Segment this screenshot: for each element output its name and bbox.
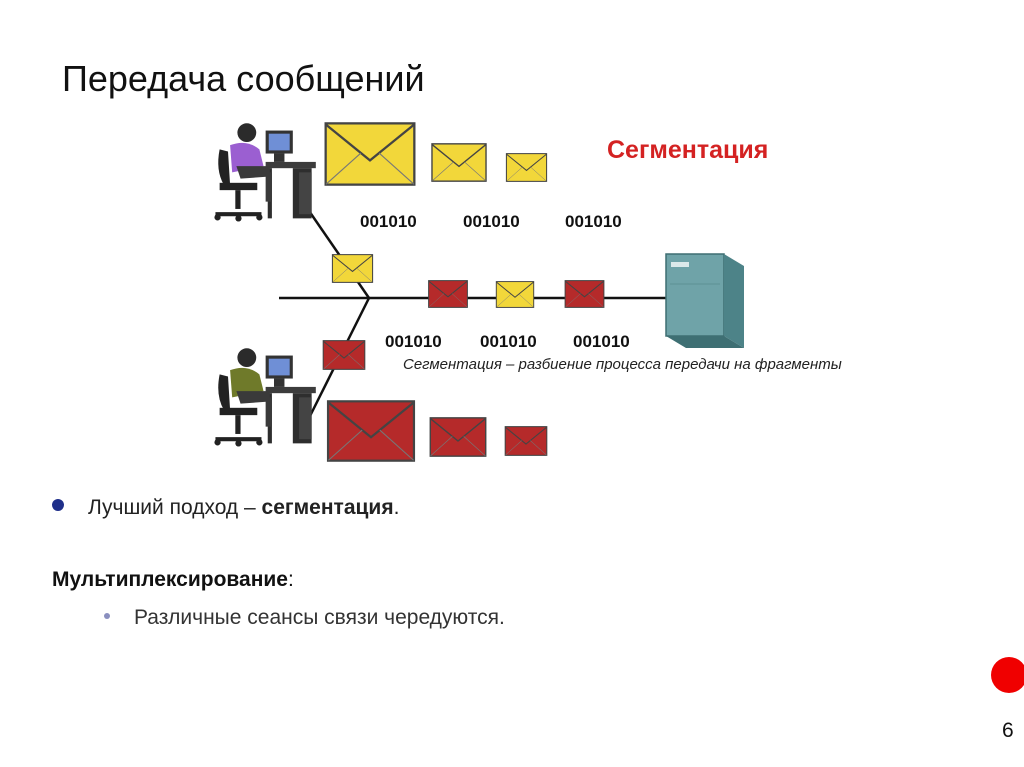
page-title: Передача сообщений xyxy=(62,58,425,99)
multiplexing-label: Мультиплексирование xyxy=(52,568,288,591)
bit-label: 001010 xyxy=(480,332,537,351)
envelope-icon xyxy=(428,280,468,308)
envelope-icon xyxy=(324,122,416,186)
bit-label: 001010 xyxy=(385,332,442,351)
sub-bullet-dot-icon xyxy=(104,613,110,619)
envelope-icon xyxy=(322,340,366,370)
diagram-caption: Сегментация – разбиение процесса передач… xyxy=(403,356,842,373)
envelope-icon xyxy=(331,254,374,283)
bit-label: 001010 xyxy=(463,212,520,231)
user-computer-bottom xyxy=(214,348,315,446)
envelope-icon xyxy=(495,281,535,308)
sub-bullet: Различные сеансы связи чередуются. xyxy=(104,606,505,630)
multiplexing-colon: : xyxy=(287,568,294,591)
segmentation-heading: Сегментация xyxy=(607,136,769,164)
page-number: 6 xyxy=(1002,719,1014,742)
bit-label: 001010 xyxy=(360,212,417,231)
red-circle-icon xyxy=(991,657,1024,693)
envelope-icon xyxy=(504,426,548,456)
bullet-dot-icon xyxy=(52,499,64,511)
multiplexing-heading: Мультиплексирование: xyxy=(52,568,294,592)
envelope-icon xyxy=(431,143,487,182)
sub-bullet-text: Различные сеансы связи чередуются. xyxy=(134,606,505,629)
bit-label: 001010 xyxy=(565,212,622,231)
envelope-icon xyxy=(429,417,487,457)
bit-label: 001010 xyxy=(573,332,630,351)
envelope-icon xyxy=(505,153,548,182)
server-icon xyxy=(665,253,744,348)
bullet-best-approach: Лучший подход – сегментация. xyxy=(52,496,399,520)
envelope-icon xyxy=(326,400,416,462)
envelope-icon xyxy=(564,280,605,308)
bullet-bold: сегментация xyxy=(261,496,394,519)
bullet-prefix: Лучший подход – xyxy=(88,496,262,519)
bullet-suffix: . xyxy=(393,496,400,519)
user-computer-top xyxy=(214,123,315,221)
